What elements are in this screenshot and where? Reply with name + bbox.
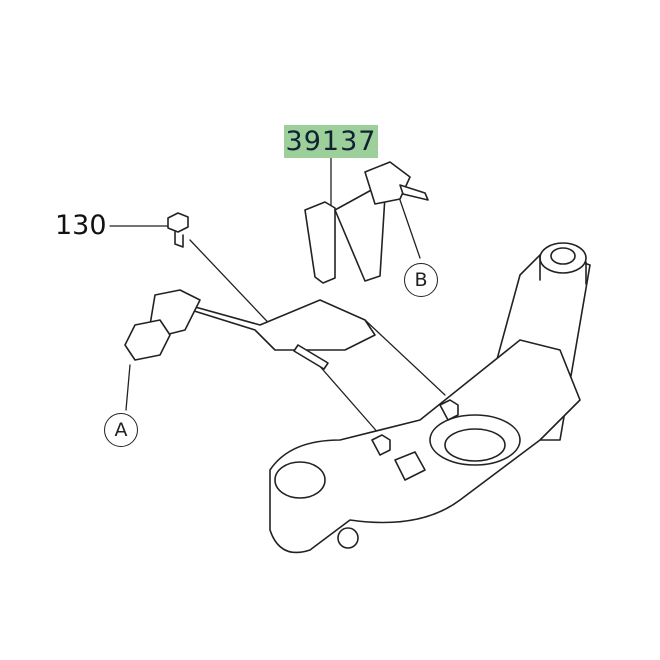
bracket-39137 [124,161,429,370]
triple-clamp [269,339,581,554]
reference-circle-b: B [404,263,438,297]
main-part-number-label[interactable]: 39137 [284,125,378,158]
bolt-part-number: 130 [55,210,107,241]
reference-circle-a: A [104,413,138,447]
bolt-130 [167,212,189,248]
